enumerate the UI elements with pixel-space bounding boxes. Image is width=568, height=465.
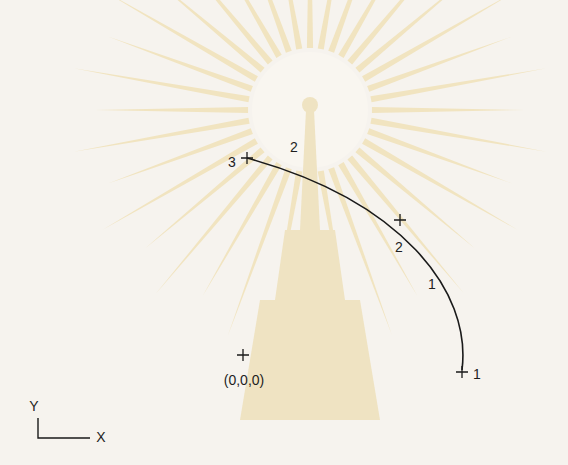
watermark-ray [370,118,546,152]
watermark-ray [273,0,303,50]
arc-path [247,158,463,370]
axis-label: Y [29,399,38,413]
watermark-ray [203,0,282,58]
axis-symbol [38,418,90,438]
origin-label: (0,0,0) [224,373,264,387]
watermark-ray [370,68,546,102]
watermark-ray [156,0,273,65]
point-number: 1 [473,367,481,381]
watermark-ray [102,138,258,230]
watermark-ray [355,0,474,73]
watermark-ray [362,0,518,82]
segment-number: 2 [290,140,298,154]
watermark-emblem [74,0,547,350]
watermark-spire [240,97,380,420]
point-number: 3 [228,155,236,169]
watermark-ray [74,68,250,102]
watermark-ray [355,147,474,248]
watermark-ray [307,0,313,48]
watermark-ray [102,0,258,82]
watermark-ray [338,162,417,296]
watermark-ray [228,0,292,53]
watermark-ray [362,138,518,230]
watermark-ray [372,107,525,113]
watermark-ray [203,162,282,296]
watermark-ray [108,128,253,183]
segment-number: 1 [428,277,436,291]
axis-label: X [96,430,105,444]
point-marks [237,152,468,378]
watermark-ray [95,107,248,113]
watermark-ray [347,155,464,293]
watermark-ray [74,118,250,152]
watermark-ray [367,36,512,91]
point-number: 2 [395,240,403,254]
